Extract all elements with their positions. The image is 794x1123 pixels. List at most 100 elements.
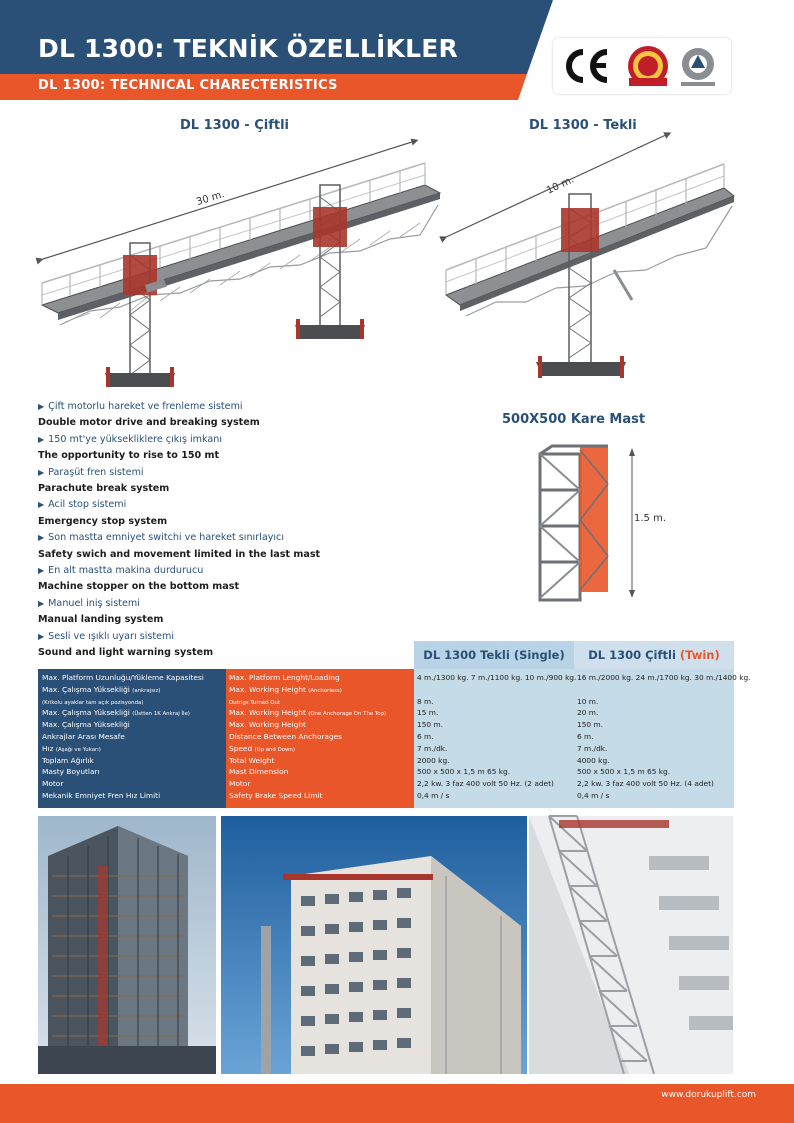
- header-blue-band: [0, 0, 553, 74]
- spec-label-en: Speed (Up and Down): [229, 743, 295, 753]
- spec-value-twin: 2,2 kw. 3 faz 400 volt 50 Hz. (4 adet): [577, 779, 714, 789]
- play-arrow-icon: ▶: [38, 467, 45, 477]
- play-arrow-icon: ▶: [38, 434, 45, 444]
- feature-item: ▶En alt mastta makina durdurucu: [38, 563, 398, 579]
- single-platform-illustration: [439, 132, 735, 378]
- spec-label-tr: Hız (Aşağı ve Yukarı): [42, 743, 101, 753]
- spec-col-single-bg: [414, 669, 574, 808]
- spec-col-tr-bg: [38, 669, 226, 808]
- spec-value-twin: 20 m.: [577, 708, 599, 718]
- spec-value-single: 150 m.: [417, 720, 444, 730]
- spec-label-tr: (Krikolu ayaklar tam açık pozisyonda): [42, 699, 144, 706]
- feature-item: ▶Çift motorlu hareket ve frenleme sistem…: [38, 399, 398, 415]
- feature-item: ▶Acil stop sistemi: [38, 497, 398, 513]
- square-mast-illustration: [538, 444, 635, 602]
- cia-emblem-icon: [628, 46, 668, 86]
- play-arrow-icon: ▶: [38, 566, 45, 576]
- spec-label-tr: Ankrajlar Arası Mesafe: [42, 732, 125, 741]
- spec-label-tr: Max. Çalışma Yüksekliği (ankrajsız): [42, 684, 161, 694]
- twin-length-dimension-line: [35, 138, 419, 265]
- spec-value-twin: 4000 kg.: [577, 755, 610, 765]
- spec-value-single: 0,4 m / s: [417, 791, 450, 800]
- twin-mast-left: [105, 242, 175, 387]
- spec-label-en: Max. Working Height: [229, 720, 306, 730]
- spec-value-twin: 16 m./2000 kg. 24 m./1700 kg. 30 m./1400…: [577, 673, 751, 682]
- spec-label-tr: Motor: [42, 779, 64, 789]
- twin-mast-right: [295, 184, 365, 339]
- feature-item-en: Parachute break system: [38, 483, 170, 495]
- play-arrow-icon: ▶: [38, 402, 45, 411]
- play-arrow-icon: ▶: [38, 598, 45, 608]
- spec-label-tr: Max. Platform Uzunluğu/Yükleme Kapasites…: [42, 673, 204, 682]
- spec-label-en: Max. Platform Lenght/Loading: [229, 673, 340, 682]
- spec-value-twin: 6 m.: [577, 732, 594, 741]
- spec-value-single: 4 m./1300 kg. 7 m./1100 kg. 10 m./900 kg…: [417, 673, 577, 682]
- spec-label-en: Max. Working Height (One Anchorage On Th…: [229, 708, 387, 718]
- feature-item-en: Machine stopper on the bottom mast: [38, 581, 240, 593]
- spec-value-single: 8 m.: [417, 696, 434, 706]
- spec-label-tr: Toplam Ağırlık: [42, 755, 94, 765]
- spec-value-single: 7 m./dk.: [417, 743, 448, 753]
- spec-value-single: 15 m.: [417, 708, 439, 718]
- feature-item: ▶Manuel iniş sistemi: [38, 596, 398, 612]
- spec-value-single: 2,2 kw. 3 faz 400 volt 50 Hz. (2 adet): [417, 779, 554, 789]
- feature-list: ▶Çift motorlu hareket ve frenleme sistem…: [38, 399, 398, 662]
- mast-height-label: 1.5 m.: [634, 513, 667, 524]
- play-arrow-icon: ▶: [38, 631, 45, 641]
- spec-value-twin: 0,4 m / s: [577, 791, 610, 800]
- feature-item: ▶150 mt'ye yüksekliklere çıkış imkanı: [38, 432, 398, 448]
- feature-item-en: Double motor drive and breaking system: [38, 417, 260, 429]
- spec-col-en-bg: [226, 669, 414, 808]
- spec-label-tr: Max. Çalışma Yüksekliği (Üstten 1K Ankra…: [42, 708, 190, 718]
- spec-value-twin: 500 x 500 x 1,5 m 65 kg.: [577, 767, 671, 777]
- feature-item-en: The opportunity to rise to 150 mt: [38, 450, 220, 462]
- single-mast: [536, 193, 626, 378]
- play-arrow-icon: ▶: [38, 500, 45, 510]
- footer-bar: [0, 1084, 794, 1123]
- spec-value-twin: 10 m.: [577, 696, 599, 706]
- play-arrow-icon: ▶: [38, 533, 45, 543]
- certification-logos: [553, 38, 731, 94]
- spec-label-en: Safety Brake Speed Limit: [229, 791, 323, 800]
- feature-item-en: Safety swich and movement limited in the…: [38, 548, 321, 560]
- spec-label-en: Outrigs Turned Out: [229, 699, 281, 706]
- logo-strip: [566, 46, 715, 86]
- spec-label-en: Max. Working Height (Anchorless): [229, 684, 342, 694]
- spec-value-single: 500 x 500 x 1,5 m 65 kg.: [417, 767, 511, 777]
- building-with-mast-lift-photo: [221, 816, 527, 1074]
- ce-mark-icon: [566, 49, 608, 83]
- spec-label-en: Motor: [229, 779, 251, 789]
- twin-header-label: DL 1300 Çiftli (Twin): [588, 648, 720, 662]
- single-length-dimension-line: [439, 132, 672, 243]
- twin-column-header: DL 1300 Çiftli (Twin): [574, 641, 734, 669]
- single-header-label: DL 1300 Tekli (Single): [423, 648, 565, 662]
- spec-col-twin-bg: [574, 669, 734, 808]
- single-column-header: DL 1300 Tekli (Single): [414, 641, 574, 669]
- spec-label-tr: Max. Çalışma Yüksekliği: [42, 720, 130, 730]
- spec-label-en: Total Weight: [229, 755, 275, 765]
- feature-item-en: Manual landing system: [38, 614, 164, 626]
- page-title: DL 1300: TEKNİK ÖZELLİKLER: [38, 34, 458, 63]
- spec-value-single: 6 m.: [417, 732, 434, 741]
- spec-value-twin: 7 m./dk.: [577, 743, 608, 753]
- spec-label-tr: Masty Boyutları: [42, 767, 100, 777]
- page-subtitle: DL 1300: TECHNICAL CHARECTERISTICS: [38, 78, 338, 93]
- header-orange-band: [0, 74, 527, 100]
- iso-gear-emblem-icon: [681, 48, 715, 86]
- twin-platform-illustration: [35, 138, 442, 387]
- spec-value-twin: 150 m.: [577, 720, 604, 730]
- feature-item: ▶Sesli ve ışıklı uyarı sistemi: [38, 629, 398, 645]
- mast-closeup-photo: [529, 815, 733, 1075]
- spec-value-single: 2000 kg.: [417, 755, 450, 765]
- feature-item-en: Emergency stop system: [38, 515, 168, 527]
- feature-item: ▶Paraşüt fren sistemi: [38, 465, 398, 481]
- tower-under-construction-photo: [38, 816, 216, 1074]
- spec-label-en: Distance Between Anchorages: [229, 732, 343, 741]
- twin-diagram-title: DL 1300 - Çiftli: [180, 118, 290, 133]
- mast-diagram-title: 500X500 Kare Mast: [502, 412, 646, 427]
- feature-item: ▶Son mastta emniyet switchi ve hareket s…: [38, 530, 398, 546]
- feature-item-en: Sound and light warning system: [38, 647, 214, 659]
- website-link[interactable]: www.dorukuplift.com: [661, 1090, 756, 1100]
- spec-label-en: Mast Dimension: [229, 767, 289, 777]
- single-diagram-title: DL 1300 - Tekli: [529, 118, 637, 133]
